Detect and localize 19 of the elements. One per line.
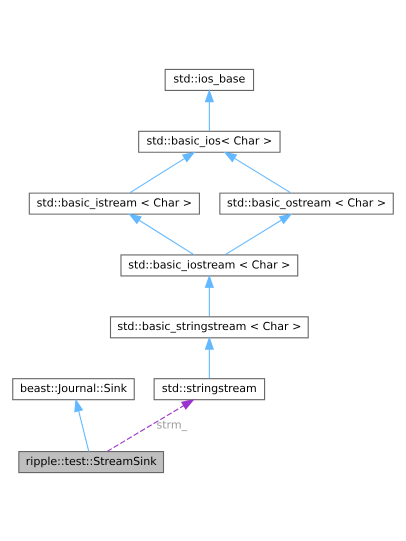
node-box: std::basic_ostream < Char > <box>219 192 394 214</box>
node-box: ripple::test::StreamSink <box>18 450 164 473</box>
arrow <box>224 212 292 255</box>
node-box: std::basic_ios< Char > <box>138 130 281 152</box>
node-box: std::ios_base <box>164 68 254 90</box>
node-box: std::stringstream <box>154 378 266 400</box>
node-box: std::basic_stringstream < Char > <box>110 316 309 338</box>
edge-label: strm_ <box>156 418 188 431</box>
arrow <box>204 88 214 130</box>
arrow <box>224 151 292 193</box>
arrow <box>204 336 214 378</box>
arrow <box>204 274 214 316</box>
node-box: beast::Journal::Sink <box>12 378 135 400</box>
arrow <box>128 212 194 255</box>
node-box: std::basic_istream < Char > <box>28 192 200 214</box>
arrow <box>129 151 196 193</box>
arrow <box>74 398 90 452</box>
node-box: std::basic_iostream < Char > <box>120 254 298 276</box>
arrow <box>106 398 195 452</box>
